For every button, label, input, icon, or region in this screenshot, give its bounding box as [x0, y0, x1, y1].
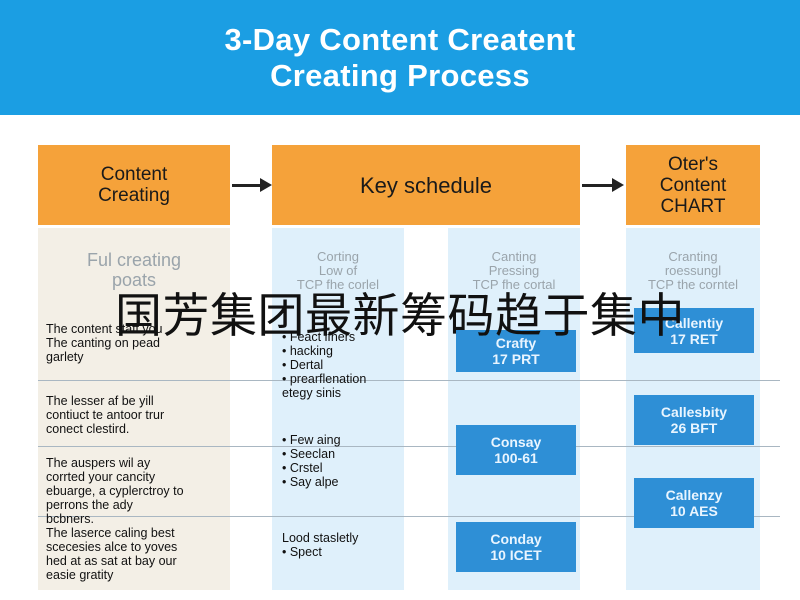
- column-header-1: Ful creating poats: [86, 250, 182, 290]
- arrow-right-icon: [582, 175, 624, 195]
- column-bg-1: [38, 228, 230, 590]
- stage-label: Content: [659, 174, 727, 196]
- list-item: The auspers wil ay corrted your cancity …: [46, 456, 184, 526]
- chart-cell: Callentiy 17 RET: [634, 308, 754, 353]
- title-line-1: 3-Day Content Creatent: [224, 21, 576, 57]
- column-header-4: Cranting roessungl TCP the corntel: [647, 249, 739, 292]
- stage-label: Content: [100, 164, 168, 185]
- title-line-2: Creating Process: [270, 57, 530, 93]
- row-divider: [38, 380, 780, 381]
- stage-others-content-chart: Oter's Content CHART: [626, 145, 760, 225]
- stage-label: CHART: [660, 195, 726, 217]
- column-header-2: Corting Low of TCP fhe corlel: [296, 249, 380, 292]
- row-divider: [38, 446, 780, 447]
- list-item: The content staff you The canting on pea…: [46, 322, 163, 364]
- stage-content-creating: Content Creating: [38, 145, 230, 225]
- title-banner: 3-Day Content Creatent Creating Process: [0, 0, 800, 115]
- column-bg-2: [272, 228, 404, 590]
- list-item: The lesser af be yill contiuct te antoor…: [46, 394, 165, 436]
- chart-cell: Callesbity 26 BFT: [634, 395, 754, 445]
- chart-cell: Callenzy 10 AES: [634, 478, 754, 528]
- list-item: The laserce caling best scecesies alce t…: [46, 526, 178, 582]
- row-divider: [38, 516, 780, 517]
- stage-label: Key schedule: [359, 172, 493, 198]
- column-header-3: Canting Pressing TCP fhe cortal: [472, 249, 556, 292]
- arrow-right-icon: [232, 175, 272, 195]
- list-item: • Feact ifhers • hacking • Dertal • prea…: [282, 330, 367, 400]
- stage-key-schedule: Key schedule: [272, 145, 580, 225]
- schedule-cell: Conday 10 ICET: [456, 522, 576, 572]
- list-item: Lood stasletly • Spect: [282, 531, 359, 559]
- stage-label: Oter's: [667, 153, 719, 175]
- overlay-caption: 国芳集团最新筹码趋于集中: [115, 288, 685, 342]
- schedule-cell: Crafty 17 PRT: [456, 330, 576, 372]
- list-item: • Few aing • Seeclan • Crstel • Say alpe: [282, 433, 341, 489]
- schedule-cell: Consay 100-61: [456, 425, 576, 475]
- stage-label: Creating: [98, 185, 170, 206]
